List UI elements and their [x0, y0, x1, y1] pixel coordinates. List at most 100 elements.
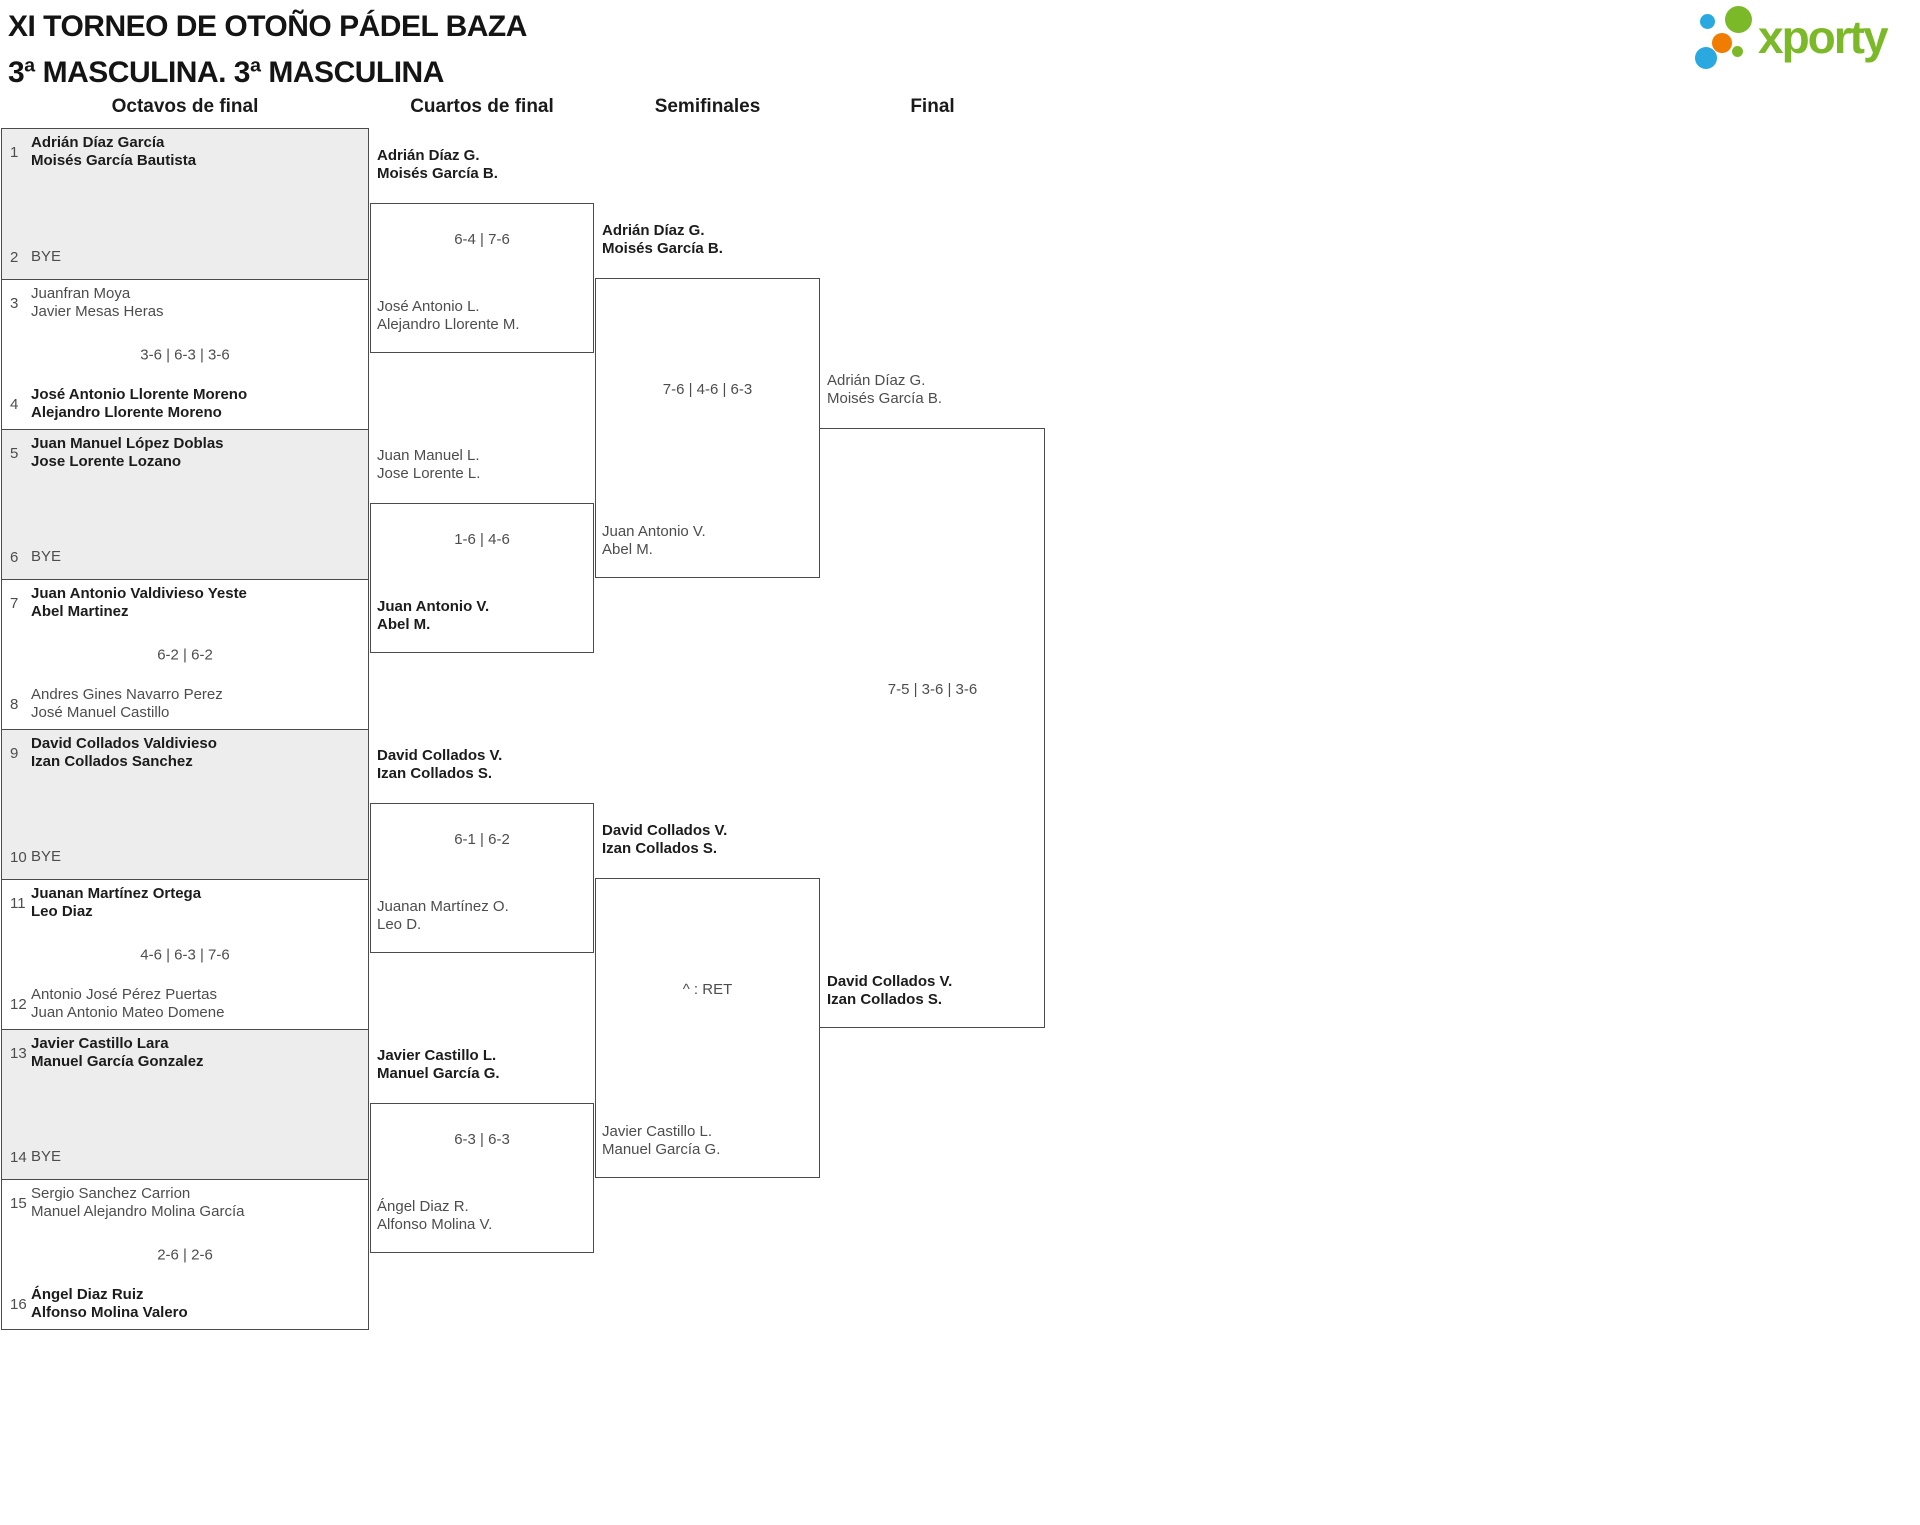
- player-name: Moisés García B.: [377, 165, 498, 182]
- match-score: 1-6 | 4-6: [454, 531, 510, 548]
- seed-number: 10: [10, 848, 27, 866]
- team-entry: Adrián Díaz G.Moisés García B.: [602, 222, 818, 258]
- bye-label: BYE: [31, 1148, 62, 1165]
- sf-match-1: Adrián Díaz G.Moisés García B. 7-6 | 4-6…: [595, 222, 820, 578]
- logo-dot-icon: [1700, 14, 1715, 29]
- match-score: 2-6 | 2-6: [157, 1246, 213, 1263]
- seed-number: 3: [10, 294, 19, 312]
- player-name: Juan Antonio Valdivieso Yeste: [31, 585, 247, 602]
- match-box: [370, 503, 594, 653]
- seed-number: 7: [10, 594, 19, 612]
- player-name: Juanan Martínez Ortega: [31, 885, 202, 902]
- xporty-logo-text: xporty: [1758, 11, 1889, 63]
- player-name: Leo D.: [377, 916, 422, 933]
- seed-number: 8: [10, 695, 19, 713]
- bye-entry: 6 BYE: [2, 548, 364, 566]
- xporty-logo[interactable]: xporty: [1692, 4, 1920, 72]
- team-entry: David Collados V.Izan Collados S.: [827, 973, 1043, 1009]
- player-name: Jose Lorente Lozano: [31, 453, 182, 470]
- seed-number: 16: [10, 1295, 27, 1313]
- match-box: [595, 878, 820, 1178]
- team-entry: Adrián Díaz G.Moisés García B.: [377, 147, 592, 183]
- player-name: Adrián Díaz G.: [602, 222, 705, 239]
- player-name: Juan Manuel L.: [377, 447, 480, 464]
- sf-match-2: David Collados V.Izan Collados S. ^ : RE…: [595, 822, 820, 1178]
- player-name: Izan Collados S.: [827, 991, 943, 1008]
- bye-entry: 2 BYE: [2, 248, 364, 266]
- player-name: Juan Antonio Mateo Domene: [31, 1004, 225, 1021]
- match-box: [370, 803, 594, 953]
- player-name: Andres Gines Navarro Perez: [31, 686, 223, 703]
- player-name: Izan Collados Sanchez: [31, 753, 193, 770]
- team-entry: David Collados V.Izan Collados S.: [377, 747, 592, 783]
- team-entry: Ángel Diaz R.Alfonso Molina V.: [377, 1198, 592, 1234]
- match-box: [595, 278, 820, 578]
- bye-entry: 10 BYE: [2, 848, 364, 866]
- player-name: Abel Martinez: [31, 603, 129, 620]
- player-name: David Collados V.: [377, 747, 503, 764]
- player-name: Manuel García Gonzalez: [31, 1053, 204, 1070]
- team-entry: José Antonio L.Alejandro Llorente M.: [377, 298, 592, 334]
- qf-match-1: Adrián Díaz G.Moisés García B. 6-4 | 7-6…: [370, 147, 594, 353]
- team-entry: Juan Antonio V.Abel M.: [377, 598, 592, 634]
- match-score: 4-6 | 6-3 | 7-6: [140, 946, 230, 963]
- match-box: [370, 1103, 594, 1253]
- seed-number: 14: [10, 1148, 27, 1166]
- player-name: José Antonio Llorente Moreno: [31, 386, 248, 403]
- category-subtitle: 3ª MASCULINA. 3ª MASCULINA: [8, 56, 444, 89]
- player-name: Sergio Sanchez Carrion: [31, 1185, 191, 1202]
- player-name: Izan Collados S.: [602, 840, 718, 857]
- player-name: Moisés García Bautista: [31, 152, 197, 169]
- tournament-title-line1: XI TORNEO DE OTOÑO PÁDEL BAZA: [8, 10, 527, 43]
- player-name: Manuel Alejandro Molina García: [31, 1203, 245, 1220]
- match-score: 6-1 | 6-2: [454, 831, 510, 848]
- match-score: 6-2 | 6-2: [157, 646, 213, 663]
- tournament-title: XI TORNEO DE OTOÑO PÁDEL BAZA 3ª MASCULI…: [8, 4, 527, 96]
- player-name: Javier Castillo Lara: [31, 1035, 169, 1052]
- player-name: José Antonio L.: [377, 298, 480, 315]
- match-score: 7-5 | 3-6 | 3-6: [887, 681, 978, 698]
- bye-label: BYE: [31, 248, 62, 265]
- team-entry: Javier Castillo L.Manuel García G.: [377, 1047, 592, 1083]
- round-header-semifinales: Semifinales: [654, 96, 761, 117]
- player-name: Juan Antonio V.: [602, 523, 706, 540]
- player-name: Adrián Díaz G.: [827, 372, 926, 389]
- round-header-cuartos: Cuartos de final: [410, 96, 554, 117]
- player-name: Adrián Díaz G.: [377, 147, 480, 164]
- player-name: Antonio José Pérez Puertas: [31, 986, 217, 1003]
- final-match: Adrián Díaz G.Moisés García B. 7-5 | 3-6…: [820, 372, 1045, 1028]
- logo-dot-icon: [1725, 6, 1752, 33]
- player-name: Juanan Martínez O.: [377, 898, 509, 915]
- match-box: [820, 428, 1045, 1028]
- bye-entry: 14 BYE: [2, 1148, 364, 1166]
- round-header-octavos: Octavos de final: [111, 96, 259, 117]
- player-name: David Collados Valdivieso: [31, 735, 217, 752]
- player-name: Abel M.: [377, 616, 431, 633]
- player-name: Ángel Diaz R.: [377, 1198, 469, 1215]
- seed-number: 15: [10, 1194, 27, 1212]
- logo-dot-icon: [1712, 33, 1732, 53]
- player-name: Jose Lorente L.: [377, 465, 481, 482]
- qf-match-4: Javier Castillo L.Manuel García G. 6-3 |…: [370, 1047, 594, 1253]
- bye-label: BYE: [31, 548, 62, 565]
- player-name: Moisés García B.: [827, 390, 943, 407]
- bye-label: BYE: [31, 848, 62, 865]
- qf-match-3: David Collados V.Izan Collados S. 6-1 | …: [370, 747, 594, 953]
- player-name: Ángel Diaz Ruiz: [31, 1286, 144, 1303]
